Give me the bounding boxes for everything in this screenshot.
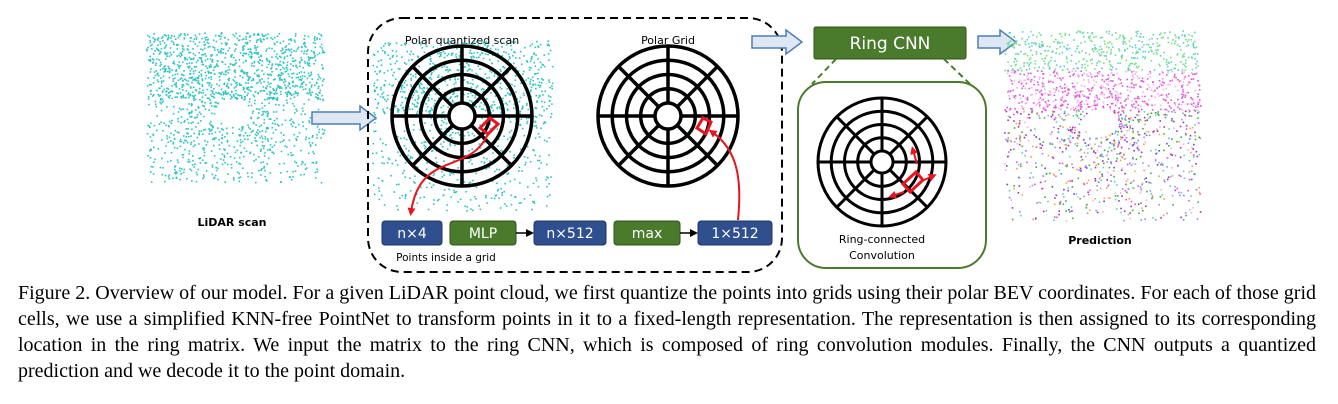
polar-scan-grid — [390, 44, 534, 188]
prediction-label: Prediction — [1068, 234, 1132, 247]
ring-conv-highlight — [900, 169, 926, 195]
pointnet-pipeline: n×4 MLP n×512 max 1×512 Points inside a … — [381, 220, 773, 264]
box-n512 — [533, 220, 607, 246]
ring-conv-label-1: Ring-connected — [839, 233, 925, 246]
box-n4 — [381, 220, 443, 246]
ring-conv-arrow-right — [923, 173, 937, 182]
prediction-point-cloud — [1004, 30, 1202, 222]
highlighted-cell-scan — [477, 116, 501, 136]
ring-conv-arrow-left — [888, 190, 905, 199]
ring-conv-label-2: Convolution — [849, 249, 915, 262]
box-n512-label: n×512 — [546, 226, 593, 242]
model-overview-figure: LiDAR scan Polar quantized scan Polar Gr… — [146, 17, 1202, 273]
highlighted-cell-grid — [694, 116, 713, 137]
lidar-point-cloud — [146, 32, 326, 184]
box-mlp-label: MLP — [469, 226, 497, 242]
zoom-line-right — [943, 58, 971, 85]
polar-grid-title: Polar Grid — [641, 34, 695, 47]
figure-caption: Figure 2. Overview of our model. For a g… — [18, 282, 1316, 382]
ring-conv-arrow-up — [910, 146, 918, 165]
lidar-scan-label: LiDAR scan — [197, 216, 266, 229]
red-arrow-feature-to-grid — [708, 129, 741, 221]
ring-cnn-label: Ring CNN — [850, 34, 931, 54]
box-1x512 — [697, 220, 773, 246]
box-1x512-label: 1×512 — [711, 226, 758, 242]
ring-conv-grid — [816, 96, 948, 228]
zoom-line-left — [811, 58, 837, 85]
prediction-image: Prediction — [1004, 30, 1202, 247]
points-inside-grid-label: Points inside a grid — [396, 252, 496, 264]
polar-scan-title: Polar quantized scan — [405, 34, 519, 47]
box-n4-label: n×4 — [397, 226, 427, 242]
polar-grid — [596, 44, 740, 188]
polar-quantized-scan: Polar quantized scan — [372, 34, 554, 212]
box-max-label: max — [632, 226, 663, 242]
block-arrow-lidar-to-polar — [311, 104, 378, 132]
red-arrow-scan-to-points — [407, 133, 489, 216]
lidar-scan-image: LiDAR scan — [146, 32, 326, 229]
polar-grid-diagram: Polar Grid — [596, 34, 740, 188]
polar-quantization-container — [367, 17, 783, 273]
block-arrow-polar-to-ringcnn — [751, 28, 804, 56]
ring-cnn-block: Ring CNN Ring-connected Convolution — [797, 26, 987, 269]
block-arrow-ringcnn-to-prediction — [977, 28, 1018, 56]
ring-cnn-box — [813, 26, 967, 60]
